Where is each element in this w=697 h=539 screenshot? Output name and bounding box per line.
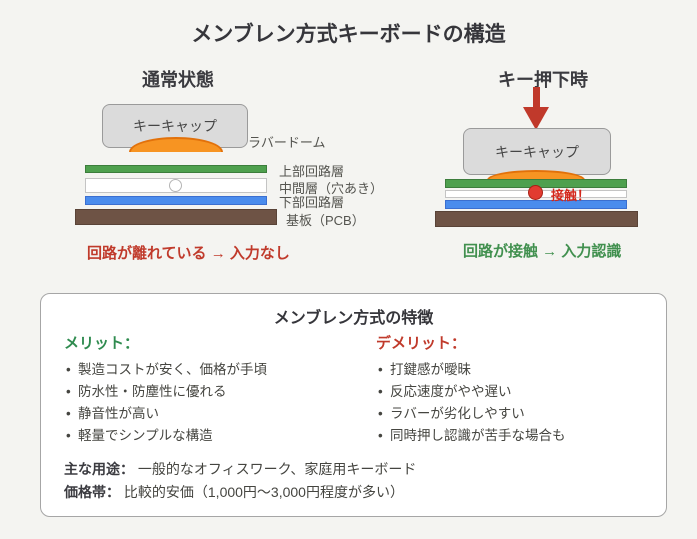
- key-press-arrow-icon: [533, 87, 540, 108]
- pcb-layer-normal: [75, 209, 277, 225]
- upper-circuit-layer-normal: [85, 165, 267, 173]
- middle-layer-label: 中間層（穴あき）: [279, 181, 384, 196]
- lower-circuit-layer-normal: [85, 196, 267, 205]
- price-label: 価格帯：: [64, 484, 120, 500]
- contact-point-icon: [528, 185, 543, 200]
- pcb-label: 基板（PCB）: [286, 213, 365, 228]
- features-box: メンブレン方式の特徴 メリット： 製造コストが安く、価格が手頃 防水性・防塵性に…: [40, 293, 667, 517]
- demerits-column: デメリット： 打鍵感が曖昧 反応速度がやや遅い ラバーが劣化しやすい 同時押し認…: [376, 332, 656, 447]
- keycap-pressed-label: キーキャップ: [495, 143, 579, 160]
- list-item: 反応速度がやや遅い: [376, 381, 656, 403]
- list-item: 打鍵感が曖昧: [376, 359, 656, 381]
- price-value: 比較的安価（1,000円～3,000円程度が多い）: [123, 484, 404, 500]
- page-title: メンブレン方式キーボードの構造: [191, 23, 506, 46]
- merits-column: メリット： 製造コストが安く、価格が手頃 防水性・防塵性に優れる 静音性が高い …: [64, 332, 364, 447]
- features-title: メンブレン方式の特徴: [273, 310, 434, 327]
- list-item: 防水性・防塵性に優れる: [64, 381, 364, 403]
- demerits-heading: デメリット：: [376, 335, 467, 352]
- keycap-pressed: キーキャップ: [463, 128, 611, 175]
- key-press-arrowhead-icon: [523, 107, 549, 130]
- rubber-dome-label: ラバードーム: [248, 135, 326, 150]
- price-line: 価格帯： 比較的安価（1,000円～3,000円程度が多い）: [64, 482, 404, 502]
- normal-state-title: 通常状態: [142, 70, 214, 90]
- usage-line: 主な用途： 一般的なオフィスワーク、家庭用キーボード: [64, 459, 416, 479]
- demerits-list: 打鍵感が曖昧 反応速度がやや遅い ラバーが劣化しやすい 同時押し認識が苦手な場合…: [376, 359, 656, 447]
- merits-heading: メリット：: [64, 335, 140, 352]
- usage-label: 主な用途：: [64, 461, 134, 477]
- no-input-caption: 回路が離れている → 入力なし: [87, 245, 290, 262]
- merits-list: 製造コストが安く、価格が手頃 防水性・防塵性に優れる 静音性が高い 軽量でシンプ…: [64, 359, 364, 447]
- upper-circuit-label: 上部回路層: [279, 164, 345, 179]
- key-pressed-title: キー押下時: [498, 70, 588, 90]
- list-item: 静音性が高い: [64, 403, 364, 425]
- usage-value: 一般的なオフィスワーク、家庭用キーボード: [137, 461, 417, 477]
- spacer-hole: [169, 179, 182, 192]
- keycap-normal-label: キーキャップ: [133, 118, 217, 134]
- lower-circuit-layer-pressed: [445, 200, 627, 209]
- input-recognized-caption: 回路が接触 → 入力認識: [463, 243, 622, 260]
- list-item: 軽量でシンプルな構造: [64, 425, 364, 447]
- contact-label: 接触！: [551, 188, 591, 203]
- list-item: 同時押し認識が苦手な場合も: [376, 425, 656, 447]
- list-item: ラバーが劣化しやすい: [376, 403, 656, 425]
- lower-circuit-label: 下部回路層: [279, 195, 345, 210]
- list-item: 製造コストが安く、価格が手頃: [64, 359, 364, 381]
- pcb-layer-pressed: [435, 211, 638, 227]
